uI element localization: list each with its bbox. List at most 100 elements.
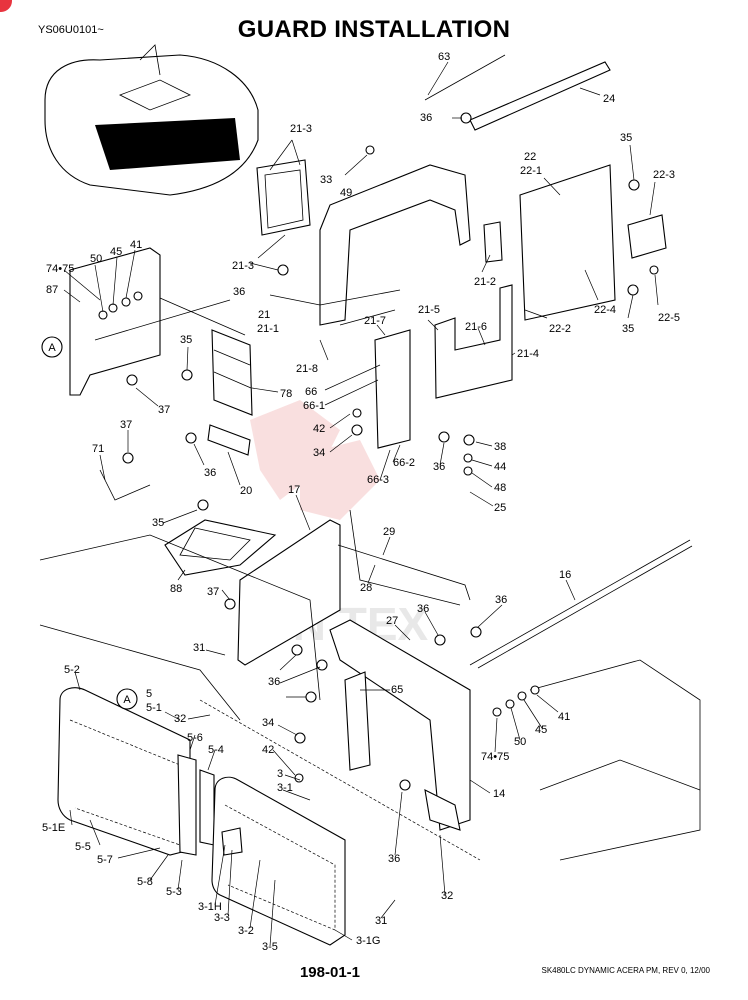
callout-34: 34 [262,717,274,729]
callout-3: 3 [277,768,283,780]
callout-41: 41 [130,239,142,251]
callout-3-2: 3-2 [238,925,254,937]
callout-36: 36 [417,603,429,615]
callout-5-4: 5-4 [208,744,224,756]
callout-32: 32 [441,890,453,902]
document-code: YS06U0101~ [38,24,104,36]
callout-3-1G: 3-1G [356,935,380,947]
callout-32: 32 [174,713,186,725]
left-bracket-frame [69,247,246,396]
callout-44: 44 [494,461,506,473]
callout-66: 66 [305,386,317,398]
callout-29: 29 [383,526,395,538]
callout-50: 50 [514,736,526,748]
upper-frame-parts [256,54,667,449]
callout-20: 20 [240,485,252,497]
reference-a-label: A [123,694,131,706]
callout-37: 37 [207,586,219,598]
machine-overview-thumbnail [44,44,259,196]
callout-22-5: 22-5 [658,312,680,324]
callout-45: 45 [110,246,122,258]
callout-3-1: 3-1 [277,782,293,794]
callout-35: 35 [620,132,632,144]
callout-49: 49 [340,187,352,199]
callout-31: 31 [375,915,387,927]
callout-41: 41 [558,711,570,723]
callout-28: 28 [360,582,372,594]
callout-3-5: 3-5 [262,941,278,953]
callout-34: 34 [313,447,325,459]
reference-marker-a: A A [41,336,138,710]
page-title: GUARD INSTALLATION [237,16,511,43]
callout-21-3: 21-3 [290,123,312,135]
callout-24: 24 [603,93,615,105]
callout-74-75: 74•75 [46,263,74,275]
center-panels [99,469,693,669]
callout-22-3: 22-3 [653,169,675,181]
callout-21-8: 21-8 [296,363,318,375]
callout-27: 27 [386,615,398,627]
model-revision-footer: SK480LC DYNAMIC ACERA PM, REV 0, 12/00 [541,966,710,975]
side-doors [57,687,346,946]
callout-36: 36 [420,112,432,124]
callout-21-5: 21-5 [418,304,440,316]
callout-63: 63 [438,51,450,63]
callout-35: 35 [622,323,634,335]
callout-74-75: 74•75 [481,751,509,763]
callout-22-2: 22-2 [549,323,571,335]
callout-16: 16 [559,569,571,581]
callout-42: 42 [313,423,325,435]
callout-37: 37 [120,419,132,431]
callout-87: 87 [46,284,58,296]
callout-78: 78 [280,388,292,400]
callout-22-1: 22-1 [520,165,542,177]
leader-lines [63,61,659,947]
callout-5-3: 5-3 [166,886,182,898]
callout-22-4: 22-4 [594,304,616,316]
callout-88: 88 [170,583,182,595]
callout-71: 71 [92,443,104,455]
callout-36: 36 [388,853,400,865]
callout-42: 42 [262,744,274,756]
callout-21: 21 [258,309,270,321]
callout-33: 33 [320,174,332,186]
lower-frame [329,619,471,831]
callout-36: 36 [204,467,216,479]
undercarriage-outline [39,534,701,861]
reference-a-label: A [48,342,56,354]
callout-66-3: 66-3 [367,474,389,486]
callout-37: 37 [158,404,170,416]
callout-labels: 63 24 36 35 22 22-1 22-3 21-3 33 49 21-3… [42,51,680,953]
callout-5-8: 5-8 [137,876,153,888]
callout-36: 36 [433,461,445,473]
callout-17: 17 [288,484,300,496]
callout-35: 35 [180,334,192,346]
callout-5: 5 [146,688,152,700]
callout-5-5: 5-5 [75,841,91,853]
callout-21-3: 21-3 [232,260,254,272]
callout-22: 22 [524,151,536,163]
callout-3-3: 3-3 [214,912,230,924]
callout-21-1: 21-1 [257,323,279,335]
callout-21-6: 21-6 [465,321,487,333]
callout-5-1: 5-1 [146,702,162,714]
callout-5-7: 5-7 [97,854,113,866]
callout-36: 36 [233,286,245,298]
page-number: 198-01-1 [299,964,361,981]
callout-25: 25 [494,502,506,514]
callout-21-7: 21-7 [364,315,386,327]
callout-65: 65 [391,684,403,696]
callout-48: 48 [494,482,506,494]
callout-21-4: 21-4 [517,348,539,360]
callout-21-2: 21-2 [474,276,496,288]
callout-50: 50 [90,253,102,265]
callout-3-1H: 3-1H [198,901,222,913]
callout-66-2: 66-2 [393,457,415,469]
callout-45: 45 [535,724,547,736]
callout-31: 31 [193,642,205,654]
callout-36: 36 [495,594,507,606]
callout-38: 38 [494,441,506,453]
callout-66-1: 66-1 [303,400,325,412]
callout-5-1E: 5-1E [42,822,65,834]
callout-5-6: 5-6 [187,732,203,744]
